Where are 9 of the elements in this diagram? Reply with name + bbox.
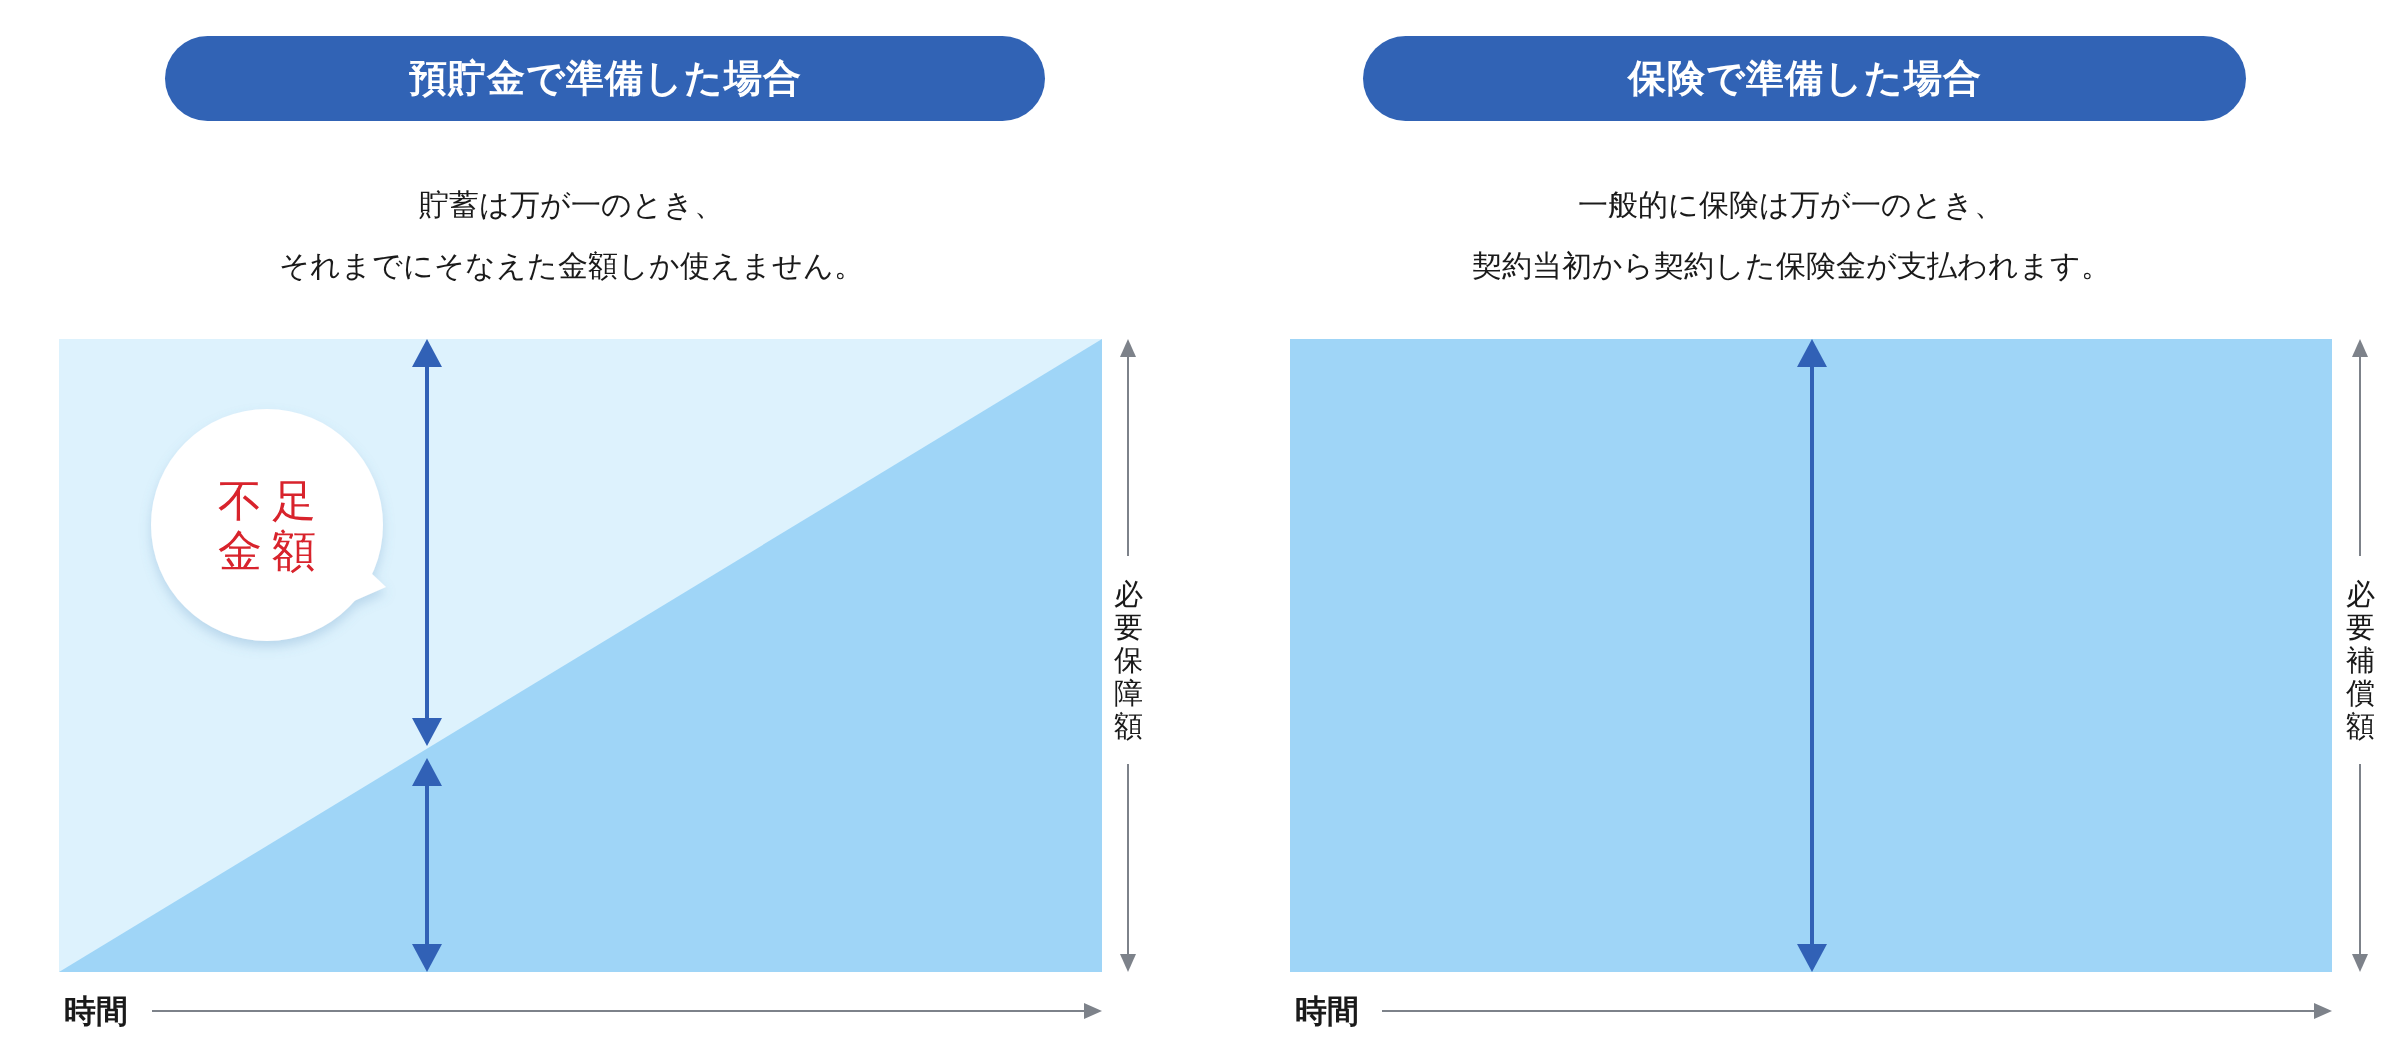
axis-label: 時間 xyxy=(1295,991,1359,1031)
heading-banner: 預貯金で準備した場合 xyxy=(165,36,1045,121)
description-text: 一般的に保険は万が一のとき、契約当初から契約した保険金が支払われます。 xyxy=(1470,186,2112,285)
callout-text: 不足金額 xyxy=(218,476,327,576)
heading-banner: 保険で準備した場合 xyxy=(1363,36,2246,121)
axis-label: 必要補償額 xyxy=(2344,577,2376,743)
axis-label: 必要保障額 xyxy=(1112,577,1144,743)
axis-label: 時間 xyxy=(64,991,128,1031)
description-text: 貯蓄は万が一のとき、それまでにそなえた金額しか使えません。 xyxy=(277,186,865,285)
